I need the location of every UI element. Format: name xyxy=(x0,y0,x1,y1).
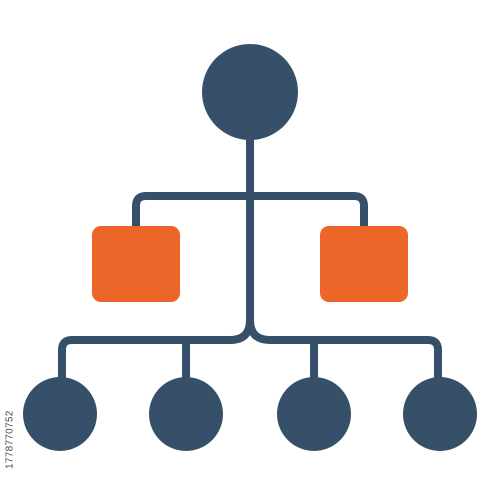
bottom-node-circle-4 xyxy=(403,377,477,451)
connector-lower-split-right xyxy=(246,319,442,380)
stock-image-id: 1778770752 xyxy=(4,410,16,470)
bottom-node-circle-3 xyxy=(277,377,351,451)
connector-upper-branch xyxy=(132,192,368,228)
middle-node-left-square xyxy=(92,226,180,302)
middle-node-right-square xyxy=(320,226,408,302)
bottom-node-circle-2 xyxy=(149,377,223,451)
connector-lines xyxy=(58,130,442,380)
top-node-circle xyxy=(202,44,298,140)
bottom-node-circle-1 xyxy=(23,377,97,451)
